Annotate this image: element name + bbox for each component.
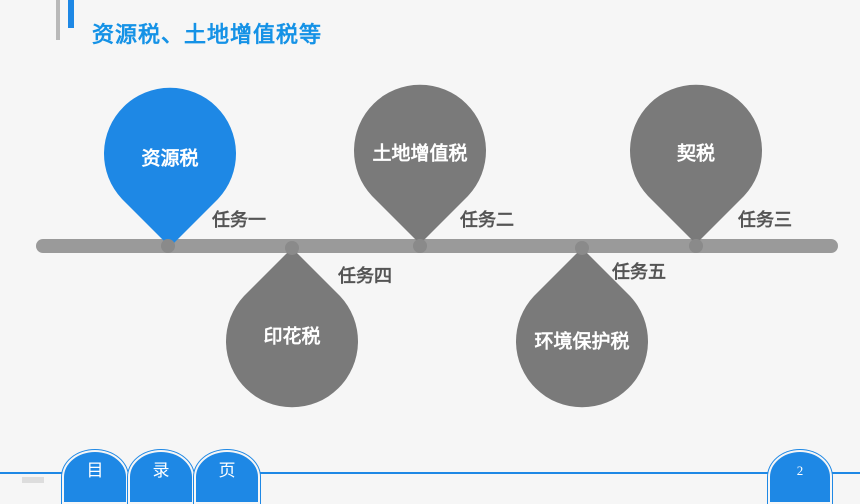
timeline-dot-1 [161,239,175,253]
page-number: 2 [768,450,832,504]
timeline-dot-4 [285,241,299,255]
page-title: 资源税、土地增值税等 [92,23,323,48]
task-label-3: 任务三 [738,210,792,231]
nav-tab-lu[interactable]: 录 [128,450,194,504]
pin-label-1: 资源税 [141,147,199,170]
header-accent-bar [56,0,60,40]
pin-label-4: 印花税 [263,325,321,348]
pin-shape-1 [104,87,236,248]
timeline-dot-3 [689,239,703,253]
nav-tab-mu[interactable]: 目 [62,450,128,504]
pin-label-2: 土地增值税 [372,142,468,165]
pin-shape-4 [226,248,358,408]
timeline-dot-2 [413,239,427,253]
task-label-1: 任务一 [212,210,266,231]
timeline-line [36,239,838,253]
pin-label-3: 契税 [676,142,715,165]
header-accent-bar-blue [68,0,74,28]
pin-label-5: 环境保护税 [534,330,630,353]
nav-tab-ye[interactable]: 页 [194,450,260,504]
task-label-4: 任务四 [338,266,392,287]
pin-shape-5 [516,248,648,408]
task-label-2: 任务二 [460,210,514,231]
footer-corner-mark [22,477,44,483]
pin-shape-2 [354,84,486,245]
footer-divider [0,472,860,474]
pin-shape-3 [630,84,762,245]
task-label-5: 任务五 [612,262,666,283]
timeline-dot-5 [575,241,589,255]
